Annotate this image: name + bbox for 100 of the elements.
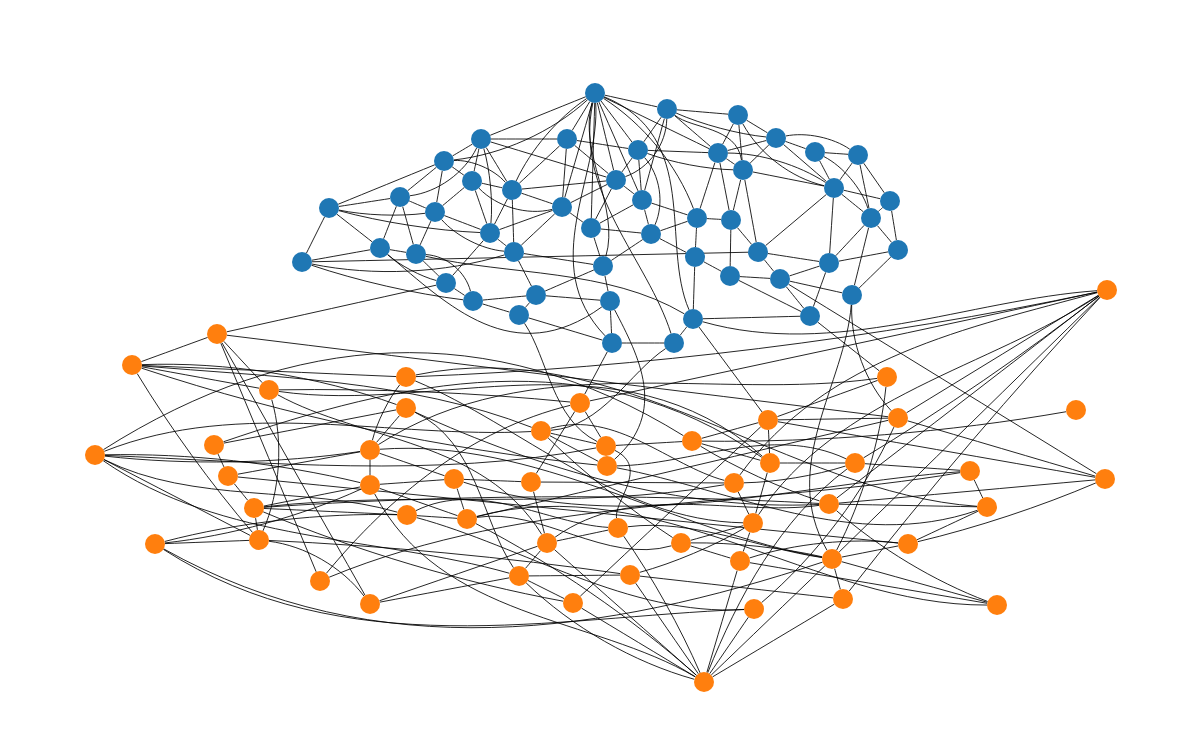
node-circle — [842, 285, 862, 305]
edge-line — [415, 499, 609, 528]
edge-line — [702, 290, 1098, 335]
edge-line — [841, 545, 899, 558]
edge-line — [598, 101, 639, 192]
edge-line — [490, 141, 607, 178]
node-circle — [434, 151, 454, 171]
edge-line — [777, 421, 1096, 478]
edge-line — [647, 149, 709, 154]
edge-line — [419, 220, 432, 246]
node-circle — [748, 242, 768, 262]
node-circle — [683, 309, 703, 329]
edge-line — [453, 160, 506, 183]
edge-line — [916, 510, 979, 541]
edge-line — [222, 381, 763, 458]
edge-line — [589, 291, 1098, 402]
edge-line — [779, 462, 846, 464]
edge-line — [371, 384, 401, 441]
edge-line — [644, 209, 649, 225]
edge-line — [141, 367, 598, 466]
edge-line — [841, 561, 988, 603]
edge-line — [712, 603, 835, 678]
edge-line — [545, 295, 601, 301]
node-circle — [319, 198, 339, 218]
edge-line — [907, 420, 1096, 477]
node-circle — [360, 440, 380, 460]
edge-line — [603, 96, 690, 311]
node-circle — [728, 105, 748, 125]
node-circle — [552, 197, 572, 217]
edge-line — [581, 607, 696, 678]
node-circle — [664, 333, 684, 353]
edge-line — [408, 200, 427, 209]
edge-line — [749, 540, 899, 559]
edge-line — [738, 124, 743, 161]
node-circle — [244, 498, 264, 518]
node-circle — [504, 242, 524, 262]
node-circle — [597, 456, 617, 476]
edge-line — [746, 119, 768, 134]
node-circle — [425, 202, 445, 222]
node-circle — [671, 533, 691, 553]
edge-line — [414, 411, 514, 569]
edge-line — [839, 162, 853, 181]
edge-line — [497, 238, 507, 247]
node-circle — [888, 240, 908, 260]
edge-line — [706, 218, 722, 220]
edge-line — [104, 454, 361, 484]
edge-line — [416, 515, 458, 519]
node-circle — [682, 431, 702, 451]
edge-line — [310, 264, 464, 301]
node-circle — [800, 306, 820, 326]
edge-line — [863, 162, 885, 194]
edge-line — [624, 118, 668, 178]
edge-line — [789, 280, 843, 294]
edge-line — [515, 98, 588, 182]
edge-line — [263, 486, 361, 507]
edge-line — [569, 212, 584, 223]
edge-line — [732, 179, 742, 211]
edge-line — [742, 123, 825, 187]
edge-line — [268, 540, 365, 597]
node-circle — [1066, 400, 1086, 420]
edge-line — [690, 542, 823, 558]
edge-line — [221, 342, 366, 596]
edge-line — [387, 253, 603, 334]
edge-line — [103, 422, 532, 452]
edge-line — [729, 229, 732, 267]
edge-line — [524, 322, 598, 442]
edge-line — [220, 342, 317, 573]
edge-line — [623, 535, 701, 674]
node-circle — [608, 518, 628, 538]
edge-line — [785, 134, 851, 150]
edge-line — [614, 449, 631, 519]
edge-line — [549, 435, 599, 462]
edge-line — [917, 482, 1097, 543]
edge-line — [749, 562, 988, 604]
node-circle — [390, 187, 410, 207]
edge-line — [858, 256, 892, 289]
node-circle — [819, 253, 839, 273]
edge-line — [422, 260, 440, 277]
edge-line — [725, 158, 736, 165]
edge-line — [596, 102, 615, 171]
edge-line — [554, 549, 697, 676]
node-circle — [462, 171, 482, 191]
node-circle — [724, 473, 744, 493]
node-circle — [628, 140, 648, 160]
node-circle — [877, 367, 897, 387]
node-circle — [819, 494, 839, 514]
edge-line — [277, 394, 543, 535]
edge-line — [255, 517, 258, 531]
node-circle — [444, 469, 464, 489]
edge-line — [453, 288, 466, 296]
edge-line — [635, 582, 699, 675]
edge-line — [524, 550, 542, 569]
edge-line — [263, 484, 725, 508]
edge-line — [262, 511, 564, 602]
node-circle — [596, 436, 616, 456]
node-circle — [600, 291, 620, 311]
edge-line — [136, 373, 253, 533]
node-circle — [606, 170, 626, 190]
edge-line — [414, 380, 744, 524]
edge-line — [835, 224, 865, 257]
